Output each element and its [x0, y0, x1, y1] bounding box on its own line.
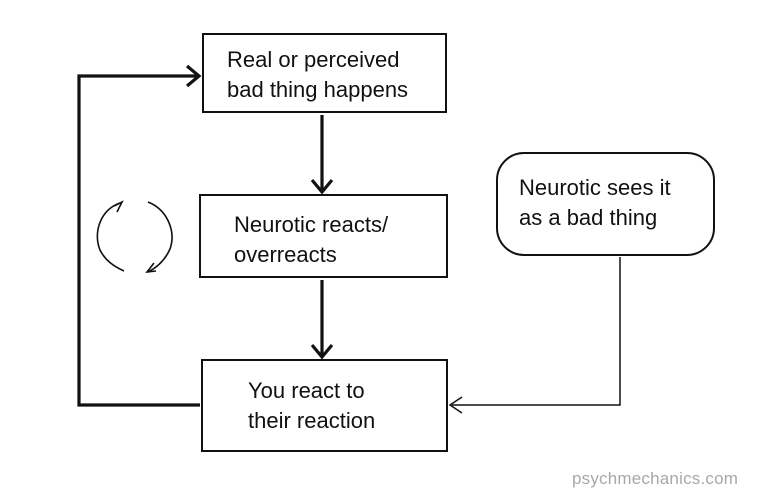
node-neurotic-sees-bad-thing: Neurotic sees it as a bad thing — [496, 152, 715, 256]
arrow-middle-to-bottom — [310, 280, 334, 360]
node-text-line: overreacts — [234, 242, 337, 267]
node-bad-thing-happens: Real or perceived bad thing happens — [202, 33, 447, 113]
arrow-top-to-middle — [310, 115, 334, 195]
node-text-line: Neurotic sees it — [519, 175, 671, 200]
node-text-line: their reaction — [248, 408, 376, 433]
node-text-line: You react to — [248, 378, 365, 403]
node-neurotic-reacts: Neurotic reacts/ overreacts — [199, 194, 448, 278]
node-text-line: Neurotic reacts/ — [234, 212, 389, 237]
arrow-loop-bottom-to-top — [77, 64, 202, 407]
cycle-arrows-icon — [96, 200, 173, 274]
node-text-line: bad thing happens — [227, 77, 409, 102]
watermark-text: psychmechanics.com — [572, 469, 739, 488]
node-text-line: Real or perceived — [227, 47, 400, 72]
arrow-side-to-bottom — [448, 257, 621, 414]
node-you-react: You react to their reaction — [201, 359, 448, 452]
node-text-line: as a bad thing — [519, 205, 658, 230]
